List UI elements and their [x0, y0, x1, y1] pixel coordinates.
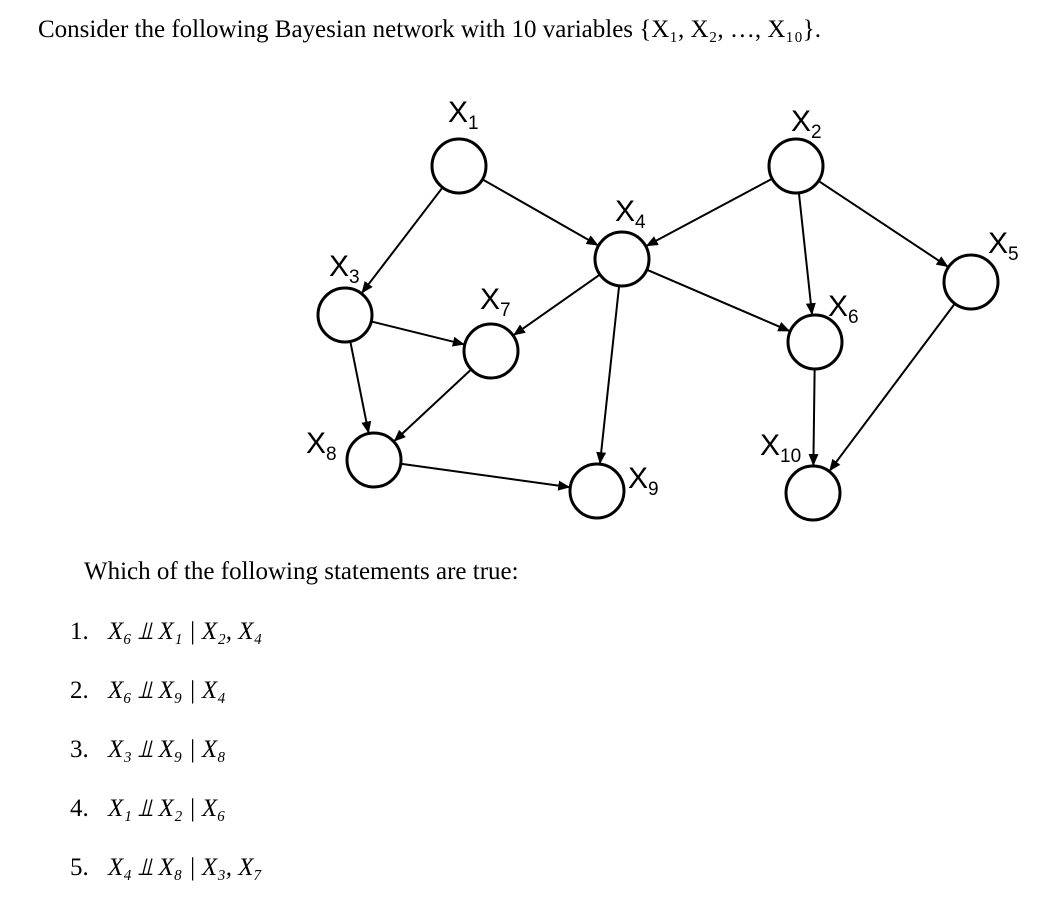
- edge-x4-to-x6: [646, 268, 791, 332]
- statement-item: 5. X₄ ⫫ X₈ | X₃, X₇: [70, 854, 262, 913]
- edge-x4-to-x9: [596, 285, 621, 465]
- intro-sentence: Consider the following Bayesian network …: [38, 16, 634, 43]
- node-label-x9: X9: [628, 462, 659, 500]
- node-label-x5: X5: [988, 227, 1019, 265]
- statement-item: 4. X₁ ⫫ X₂ | X₆: [70, 795, 262, 854]
- statement-item: 1. X₆ ⫫ X₁ | X₂, X₄: [70, 618, 262, 677]
- statement-item: 2. X₆ ⫫ X₉ | X₄: [70, 677, 262, 736]
- statement-expression: X₃ ⫫ X₉ | X₈: [108, 736, 226, 763]
- node-label-x4: X4: [615, 195, 646, 233]
- edge-x8-to-x9: [400, 462, 571, 491]
- edge-x4-to-x7: [513, 273, 601, 336]
- node-label-x6: X6: [828, 290, 859, 328]
- statement-number: 5.: [70, 854, 89, 881]
- node-label-x3: X3: [329, 250, 360, 288]
- edge-x5-to-x10: [828, 303, 956, 472]
- node-x6: [786, 313, 844, 371]
- edge-x2-to-x4: [645, 177, 773, 247]
- statement-number: 3.: [70, 736, 89, 763]
- node-label-x7: X7: [480, 283, 511, 321]
- statement-expression: X₆ ⫫ X₁ | X₂, X₄: [108, 618, 263, 645]
- node-x8: [345, 431, 403, 489]
- statement-number: 2.: [70, 677, 89, 704]
- node-x7: [462, 322, 520, 380]
- statement-expression: X₆ ⫫ X₉ | X₄: [108, 677, 226, 704]
- edge-x7-to-x8: [393, 368, 472, 442]
- edge-x2-to-x6: [797, 192, 816, 316]
- edge-x3-to-x7: [370, 320, 465, 347]
- edge-x1-to-x4: [481, 178, 599, 246]
- edge-x3-to-x8: [349, 341, 372, 434]
- edge-x6-to-x10: [808, 368, 819, 467]
- node-x2: [767, 137, 825, 195]
- nodes: [316, 137, 1000, 522]
- statement-list: 1. X₆ ⫫ X₁ | X₂, X₄ 2. X₆ ⫫ X₉ | X₄ 3. X₃ ⫫…: [70, 618, 262, 913]
- node-x10: [784, 464, 842, 522]
- node-label-x1: X1: [448, 96, 479, 134]
- variable-set: {X₁, X₂, …, X₁₀}.: [639, 16, 822, 43]
- edge-x1-to-x3: [361, 186, 444, 294]
- node-label-x8: X8: [306, 427, 337, 465]
- node-x9: [568, 462, 626, 520]
- node-x5: [942, 253, 1000, 311]
- edges: [349, 177, 956, 491]
- node-label-x10: X10: [760, 429, 801, 467]
- node-x1: [430, 137, 488, 195]
- question-text: Which of the following statements are tr…: [84, 558, 519, 585]
- statement-number: 4.: [70, 795, 89, 822]
- intro-text: Consider the following Bayesian network …: [38, 16, 821, 44]
- statement-expression: X₁ ⫫ X₂ | X₆: [108, 795, 226, 822]
- node-label-x2: X2: [791, 105, 822, 143]
- node-x4: [593, 230, 651, 288]
- edge-x2-to-x5: [817, 180, 949, 268]
- statement-expression: X₄ ⫫ X₈ | X₃, X₇: [108, 854, 263, 881]
- statement-number: 1.: [70, 618, 89, 645]
- node-x3: [316, 286, 374, 344]
- statement-item: 3. X₃ ⫫ X₉ | X₈: [70, 736, 262, 795]
